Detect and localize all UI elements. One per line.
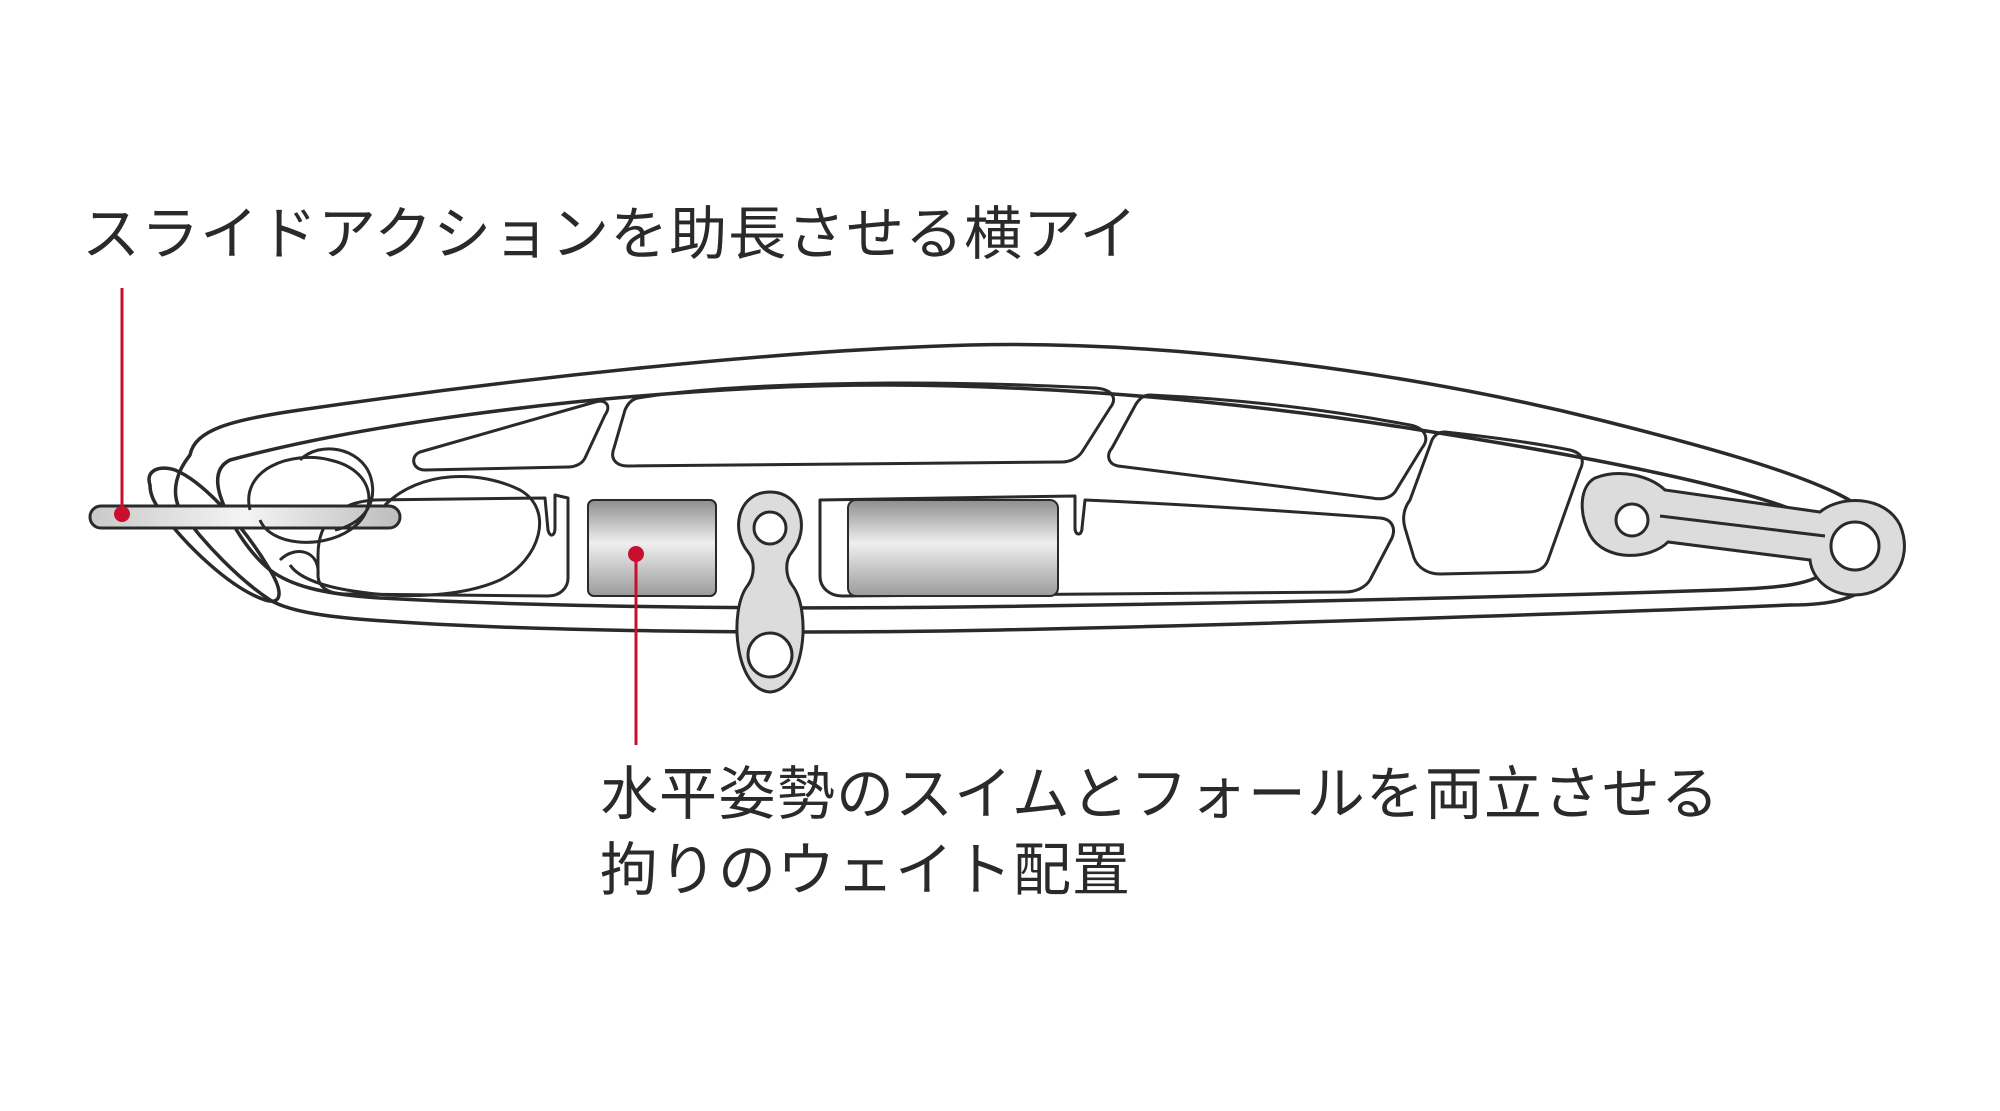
rear-hanger-front-hole [1614, 502, 1650, 538]
weight-callout-dot [628, 546, 644, 562]
weights [587, 499, 1059, 597]
weight-callout-line1: 水平姿勢のスイムとフォールを両立させる [600, 760, 1720, 828]
compartment-top-3 [1107, 393, 1428, 501]
weight-rear [847, 499, 1059, 597]
line-eye-callout-label: スライドアクションを助長させる横アイ [82, 200, 1139, 268]
lure-inner-outline [216, 383, 1838, 610]
rear-hanger-outline [1580, 472, 1906, 597]
weight-front [587, 499, 717, 597]
eye-wire-bar [88, 504, 402, 530]
belly-hanger-lower-hole [746, 631, 794, 679]
callout-leaders [114, 288, 644, 745]
rear-hook-hanger [1580, 472, 1906, 597]
eye-wire-coil [247, 447, 542, 598]
compartment-middle-rear [818, 494, 1395, 598]
eye-callout-dot [114, 506, 130, 522]
compartment-top-2 [611, 381, 1115, 468]
compartment-tail [1402, 430, 1584, 576]
belly-hook-hanger [735, 490, 805, 694]
compartment-top-1 [412, 399, 610, 472]
lure-nose [147, 466, 281, 603]
rear-hanger-wire [1659, 514, 1826, 538]
belly-hanger-upper-hole [752, 510, 788, 546]
weight-callout-line2: 拘りのウェイト配置 [600, 836, 1132, 904]
rear-hanger-rear-hole [1829, 520, 1881, 572]
frame-compartments [316, 381, 1584, 598]
weight-callout-label: 水平姿勢のスイムとフォールを両立させる 拘りのウェイト配置 [600, 756, 1720, 908]
horizontal-eye-wire [88, 447, 542, 598]
compartment-middle-head [316, 493, 570, 598]
